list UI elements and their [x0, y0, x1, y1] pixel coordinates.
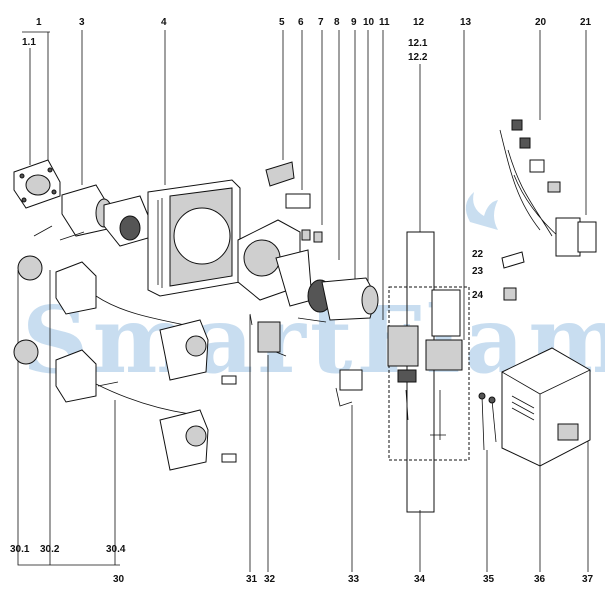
callout-1-1: 1.1	[22, 37, 36, 48]
callout-20: 20	[535, 17, 547, 28]
callout-9: 9	[351, 17, 357, 28]
callout-33: 33	[348, 574, 360, 585]
part-mounting-plate	[237, 219, 313, 307]
parts-31-32-33	[249, 313, 363, 407]
callout-6: 6	[298, 17, 304, 28]
top-callouts: 1 1.1 3 4 5 6 7 8 9 10 11 12 12.1 12.2 1…	[22, 17, 592, 301]
callout-36: 36	[534, 574, 546, 585]
part-wiring-harness	[499, 119, 597, 301]
callout-3: 3	[79, 17, 85, 28]
callout-22: 22	[472, 249, 484, 260]
callout-11: 11	[379, 17, 390, 28]
callout-35: 35	[483, 574, 495, 585]
callout-21: 21	[580, 17, 592, 28]
parts-5-6-7	[265, 161, 323, 243]
bottom-callouts: 30.1 30.2 30.4 30 31 32 33 34 35 36 37	[10, 544, 594, 585]
callout-32: 32	[264, 574, 276, 585]
callout-37: 37	[582, 574, 594, 585]
part-blast-tube	[61, 184, 151, 247]
callout-12-2: 12.2	[408, 52, 428, 63]
callout-30: 30	[113, 574, 125, 585]
part-burner-cover	[501, 347, 591, 467]
callout-13: 13	[460, 17, 472, 28]
part-flange	[13, 159, 61, 209]
part-motor	[297, 277, 379, 323]
leader-lines	[17, 30, 589, 572]
callout-31: 31	[246, 574, 258, 585]
callout-5: 5	[279, 17, 285, 28]
callout-34: 34	[414, 574, 426, 585]
callout-24: 24	[472, 290, 484, 301]
callout-4: 4	[161, 17, 167, 28]
callout-30-4: 30.4	[106, 544, 126, 555]
part-diffuser-assemblies	[13, 225, 237, 471]
callout-10: 10	[363, 17, 375, 28]
callout-7: 7	[318, 17, 324, 28]
callout-23: 23	[472, 266, 484, 277]
part-electrodes	[478, 392, 497, 451]
part-gas-valve-group	[387, 231, 470, 513]
callout-8: 8	[334, 17, 340, 28]
callout-1: 1	[36, 17, 42, 28]
callout-12-1: 12.1	[408, 38, 428, 49]
part-housing	[147, 179, 241, 297]
callout-30-1: 30.1	[10, 544, 30, 555]
callout-12: 12	[413, 17, 425, 28]
